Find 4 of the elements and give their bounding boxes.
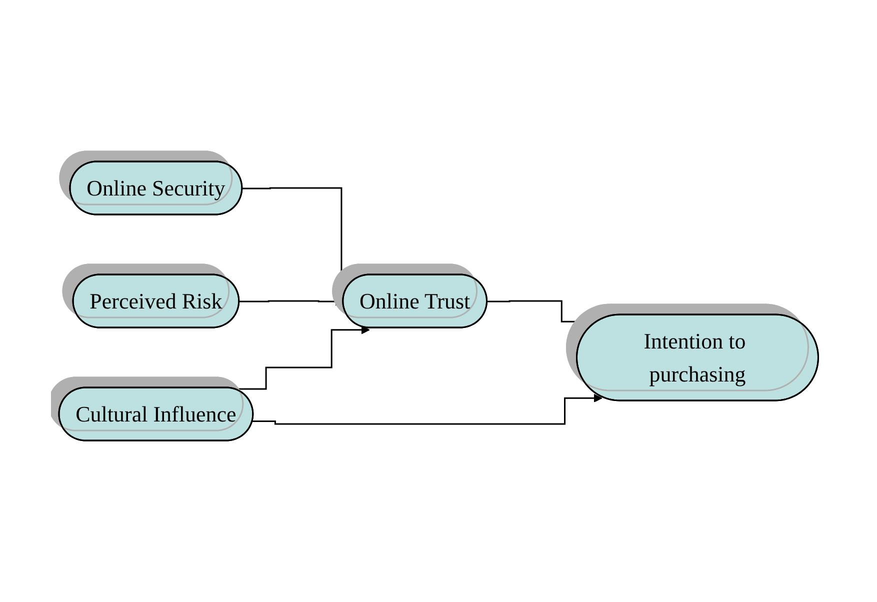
arrow [487,300,596,326]
arrow [239,297,344,306]
arrow [234,326,370,390]
arrow [252,394,602,425]
